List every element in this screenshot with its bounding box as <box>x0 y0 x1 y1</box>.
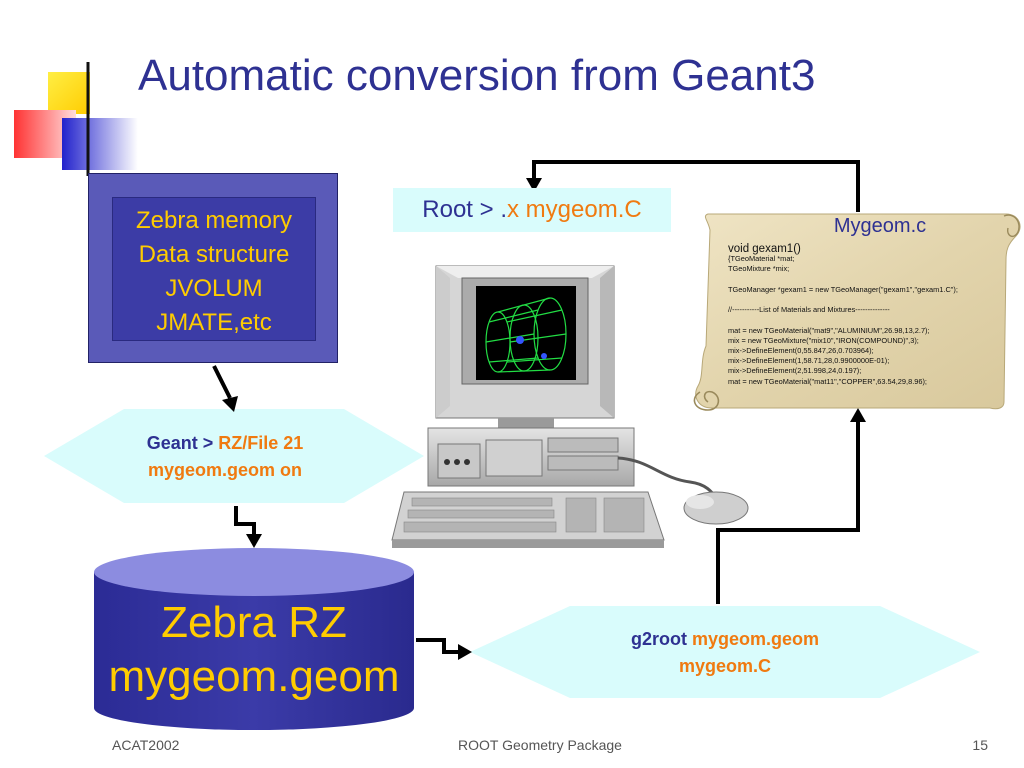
g2root-arg-1: mygeom.geom <box>691 629 820 649</box>
zebra-memory-text: Zebra memory Data structure JVOLUM JMATE… <box>113 204 315 340</box>
geant-hexagon <box>44 409 424 503</box>
zebra-rz-line-1: Zebra RZ <box>161 598 347 647</box>
zebra-memory-line-4: JMATE,etc <box>156 309 272 336</box>
geant-step-text: Geant > RZ/File 21 mygeom.geom on <box>110 430 340 484</box>
mygeom-code-block: void gexam1(){TGeoMaterial *mat;TGeoMixt… <box>728 243 990 387</box>
mygeom-file-title: Mygeom.c <box>833 215 927 237</box>
zebra-memory-line-3: JVOLUM <box>165 275 263 302</box>
zebra-memory-line-2: Data structure <box>138 241 290 268</box>
code-line: mat = new TGeoMaterial("mat11","COPPER",… <box>728 376 927 386</box>
zebra-memory-box: Zebra memory Data structure JVOLUM JMATE… <box>88 173 338 363</box>
code-line <box>728 315 990 325</box>
zebra-memory-face: Zebra memory Data structure JVOLUM JMATE… <box>112 197 316 341</box>
code-line: TGeoManager *gexam1 = new TGeoManager("g… <box>728 284 958 294</box>
arrow-heads <box>222 178 866 660</box>
code-line: mix->DefineElement(2,51.998,24,0.197); <box>728 366 862 376</box>
root-command: x mygeom.C <box>507 196 642 223</box>
slide-title: Automatic conversion from Geant3 <box>138 51 816 100</box>
g2root-step-text: g2root mygeom.geom mygeom.C <box>560 626 890 680</box>
code-line: mat = new TGeoMaterial("mat9","ALUMINIUM… <box>728 325 930 335</box>
footer-title: ROOT Geometry Package <box>458 737 622 753</box>
code-line: TGeoMixture *mix; <box>728 264 790 274</box>
mouse-icon <box>683 491 749 525</box>
computer-icon <box>391 265 718 548</box>
code-line <box>728 275 990 285</box>
geant-prefix: Geant > <box>146 433 219 453</box>
geant-command: RZ/File 21 <box>218 433 304 453</box>
code-line: //-----------List of Materials and Mixtu… <box>728 305 890 315</box>
zebra-rz-line-2: mygeom.geom <box>108 652 400 701</box>
root-dot: . <box>500 196 507 223</box>
footer-conference: ACAT2002 <box>112 737 180 753</box>
geant-line-2: mygeom.geom on <box>147 460 303 480</box>
root-command-box: Root > .x mygeom.C <box>393 188 671 232</box>
code-line: void gexam1() <box>728 243 801 255</box>
flow-arrows <box>212 160 860 654</box>
g2root-arg-2: mygeom.C <box>678 656 772 676</box>
g2root-hexagon <box>470 606 980 698</box>
zebra-memory-line-1: Zebra memory <box>135 207 293 234</box>
zebra-rz-text: Zebra RZ mygeom.geom <box>94 596 414 704</box>
code-line: {TGeoMaterial *mat; <box>728 254 795 264</box>
g2root-prefix: g2root <box>630 629 692 649</box>
scroll-icon <box>693 213 1021 411</box>
corner-decoration <box>14 62 990 176</box>
code-line: mix->DefineElement(0,55.847,26,0.703964)… <box>728 346 874 356</box>
footer-page-number: 15 <box>972 737 988 753</box>
code-line <box>728 295 990 305</box>
zebra-rz-cylinder <box>94 548 414 730</box>
code-line: mix->DefineElement(1,58.71,28,0.9900000E… <box>728 356 890 366</box>
root-prompt: Root > <box>422 196 501 223</box>
code-line: mix = new TGeoMixture("mix10","IRON(COMP… <box>728 335 919 345</box>
